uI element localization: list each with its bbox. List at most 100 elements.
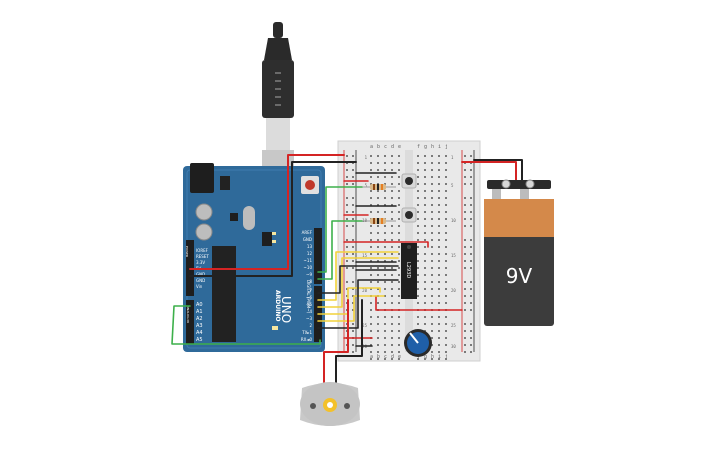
- breadboard-hole: [384, 267, 386, 269]
- breadboard-hole: [391, 211, 393, 213]
- breadboard-hole: [424, 323, 426, 325]
- breadboard-hole: [438, 211, 440, 213]
- breadboard-hole: [370, 330, 372, 332]
- rail-hole: [346, 260, 348, 262]
- breadboard-hole: [398, 155, 400, 157]
- breadboard-hole: [370, 309, 372, 311]
- rail-hole: [346, 281, 348, 283]
- breadboard-hole: [438, 281, 440, 283]
- breadboard-hole: [384, 337, 386, 339]
- breadboard-hole: [370, 246, 372, 248]
- breadboard-hole: [417, 239, 419, 241]
- rail-hole: [352, 155, 354, 157]
- rail-hole: [464, 176, 466, 178]
- breadboard-hole: [431, 295, 433, 297]
- breadboard-hole: [370, 288, 372, 290]
- push-button-2[interactable]: [401, 207, 417, 223]
- row-number-25: 25: [362, 323, 367, 328]
- breadboard-hole: [391, 232, 393, 234]
- breadboard-hole: [391, 246, 393, 248]
- rail-hole: [470, 183, 472, 185]
- breadboard-hole: [377, 225, 379, 227]
- breadboard-hole: [417, 155, 419, 157]
- breadboard-hole: [377, 190, 379, 192]
- col-letter-b-bottom: b: [377, 354, 380, 360]
- breadboard-hole: [431, 204, 433, 206]
- push-button-1[interactable]: [401, 173, 417, 189]
- rail-hole: [470, 288, 472, 290]
- col-letter-i-bottom: i: [438, 354, 441, 360]
- atmega-chip: [212, 246, 236, 342]
- breadboard-hole: [391, 260, 393, 262]
- rail-hole: [352, 169, 354, 171]
- rail-hole: [464, 302, 466, 304]
- breadboard-hole: [384, 260, 386, 262]
- breadboard-hole: [370, 267, 372, 269]
- rail-hole: [352, 246, 354, 248]
- breadboard-hole: [384, 246, 386, 248]
- col-letter-d: d: [391, 144, 394, 150]
- breadboard-hole: [445, 281, 447, 283]
- breadboard-hole: [391, 295, 393, 297]
- breadboard-hole: [398, 232, 400, 234]
- breadboard-hole: [377, 204, 379, 206]
- col-letter-f-bottom: f: [417, 354, 420, 360]
- breadboard-hole: [431, 337, 433, 339]
- breadboard-hole: [370, 323, 372, 325]
- analog-in-label: ANALOG IN: [186, 306, 190, 323]
- breadboard-hole: [424, 183, 426, 185]
- rail-hole: [464, 344, 466, 346]
- row-number-1: 1: [365, 155, 368, 160]
- potentiometer[interactable]: [404, 329, 432, 357]
- breadboard-hole: [417, 183, 419, 185]
- breadboard-hole: [370, 232, 372, 234]
- breadboard-hole: [384, 358, 386, 360]
- rail-hole: [464, 351, 466, 353]
- rail-hole: [352, 197, 354, 199]
- rail-hole: [470, 169, 472, 171]
- breadboard-hole: [445, 232, 447, 234]
- breadboard-hole: [370, 253, 372, 255]
- rail-hole: [352, 330, 354, 332]
- breadboard-hole: [398, 323, 400, 325]
- breadboard-hole: [417, 274, 419, 276]
- wire-yellow-4: [317, 295, 385, 322]
- breadboard-hole: [370, 260, 372, 262]
- breadboard-hole: [384, 232, 386, 234]
- power-label: POWER: [185, 246, 189, 257]
- breadboard-hole: [370, 239, 372, 241]
- breadboard-hole: [391, 281, 393, 283]
- rail-hole: [352, 351, 354, 353]
- breadboard-hole: [431, 225, 433, 227]
- breadboard-hole: [431, 190, 433, 192]
- row-number-20-right: 20: [451, 288, 456, 293]
- wire-green-button-2: [317, 220, 363, 280]
- breadboard-hole: [370, 197, 372, 199]
- pin-label-8: 8: [309, 279, 312, 284]
- breadboard-hole: [445, 267, 447, 269]
- wire-black-signal-2: [317, 279, 399, 329]
- col-letter-a: a: [370, 144, 373, 150]
- breadboard-hole: [377, 232, 379, 234]
- breadboard-hole: [398, 169, 400, 171]
- breadboard-hole: [445, 169, 447, 171]
- breadboard-hole: [438, 246, 440, 248]
- breadboard-hole: [370, 169, 372, 171]
- breadboard-hole: [377, 176, 379, 178]
- arduino-model-label: UNO: [279, 296, 293, 323]
- breadboard-hole: [391, 316, 393, 318]
- breadboard-hole: [438, 295, 440, 297]
- rail-hole: [470, 351, 472, 353]
- breadboard-hole: [424, 288, 426, 290]
- breadboard-hole: [398, 288, 400, 290]
- row-number-15: 15: [362, 253, 367, 258]
- breadboard-hole: [417, 323, 419, 325]
- breadboard-hole: [377, 239, 379, 241]
- breadboard-hole: [424, 155, 426, 157]
- rail-hole: [346, 295, 348, 297]
- breadboard-hole: [398, 344, 400, 346]
- col-letter-h: h: [431, 144, 434, 150]
- breadboard-hole: [438, 330, 440, 332]
- breadboard-hole: [417, 197, 419, 199]
- breadboard-hole: [391, 225, 393, 227]
